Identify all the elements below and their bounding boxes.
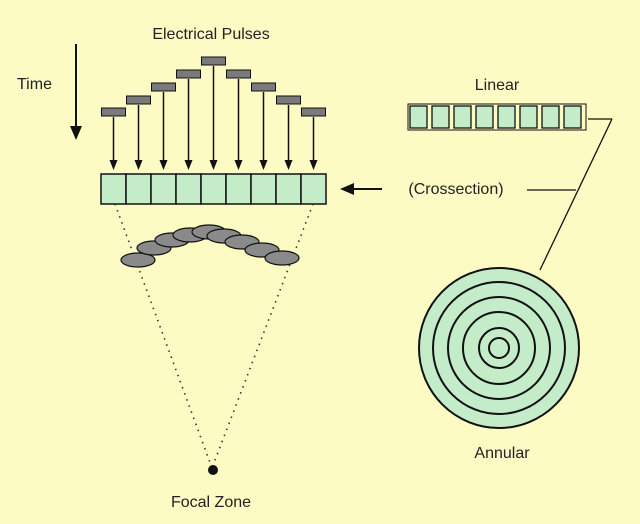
pulse-block	[151, 82, 176, 92]
linear-array	[407, 103, 587, 131]
linear-element	[563, 105, 582, 129]
focus-cone	[114, 203, 314, 469]
pulse-arrowhead	[209, 160, 218, 170]
pulse-block	[251, 82, 276, 92]
linear-element	[519, 105, 538, 129]
linear-element	[541, 105, 560, 129]
wave-ellipse	[120, 252, 156, 268]
linear-frame	[407, 103, 587, 131]
bracket-lines	[527, 118, 613, 271]
wave-ellipse	[264, 250, 300, 266]
crossection-label: (Crossection)	[408, 181, 503, 198]
pulse-block	[276, 95, 301, 105]
array-element	[100, 173, 127, 205]
pulse-group	[101, 56, 326, 170]
pulse-block	[126, 95, 151, 105]
wavefront	[120, 224, 300, 268]
linear-element	[475, 105, 494, 129]
pulse-block	[201, 56, 226, 66]
linear-element	[409, 105, 428, 129]
pulse-arrowhead	[134, 160, 143, 170]
annular-label: Annular	[474, 445, 530, 462]
focal-point	[208, 465, 218, 475]
pulse-block	[301, 107, 326, 117]
annular-array	[418, 267, 580, 429]
pulse-arrowhead	[159, 160, 168, 170]
linear-element	[431, 105, 450, 129]
pulse-arrowhead	[184, 160, 193, 170]
array-element	[125, 173, 152, 205]
array-element	[225, 173, 252, 205]
focal-zone-label: Focal Zone	[171, 494, 251, 511]
linear-element	[497, 105, 516, 129]
electrical-pulses-label: Electrical Pulses	[152, 26, 269, 43]
pulse-block	[226, 69, 251, 79]
pulse-arrowhead	[109, 160, 118, 170]
array-element	[150, 173, 177, 205]
linear-element	[453, 105, 472, 129]
array-element	[250, 173, 277, 205]
transducer-array	[100, 173, 327, 205]
array-element	[275, 173, 302, 205]
array-element	[200, 173, 227, 205]
array-element	[300, 173, 327, 205]
pulse-arrowhead	[284, 160, 293, 170]
array-element	[175, 173, 202, 205]
crossection-arrow	[340, 183, 382, 195]
pulse-block	[101, 107, 126, 117]
pulse-block	[176, 69, 201, 79]
time-arrow	[70, 44, 82, 140]
pulse-arrowhead	[234, 160, 243, 170]
annular-center	[488, 337, 510, 359]
pulse-arrowhead	[259, 160, 268, 170]
linear-label: Linear	[475, 77, 520, 94]
pulse-arrowhead	[309, 160, 318, 170]
time-label: Time	[17, 76, 52, 93]
